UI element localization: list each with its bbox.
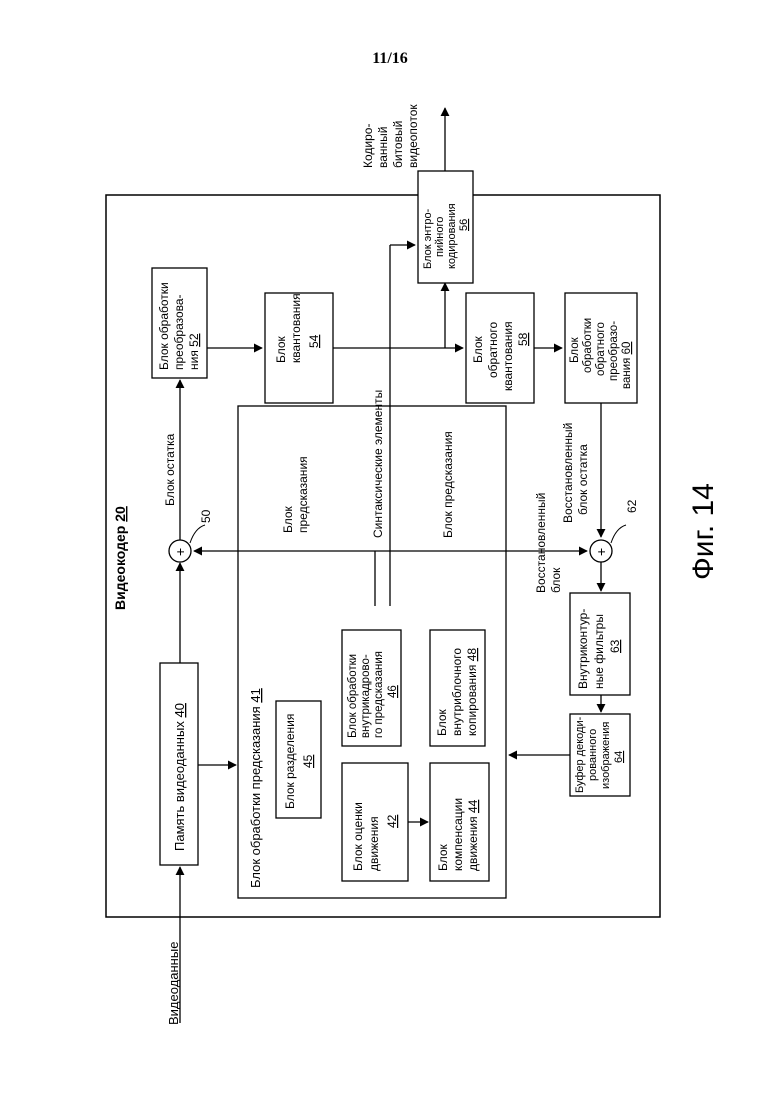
figure-caption: Фиг. 14 xyxy=(687,483,720,580)
recon-block-label: Восстановленный блок xyxy=(534,489,563,593)
summer-62-number: 62 xyxy=(625,499,639,513)
recon-residual-label: Восстановленный блок остатка xyxy=(561,419,590,523)
summer-50-leader xyxy=(190,525,205,543)
prediction-processing-label: Блок обработки предсказания 41 xyxy=(248,688,263,888)
syntax-elements-label: Синтаксические элементы xyxy=(371,390,385,538)
video-memory-label: Память видеоданных 40 xyxy=(172,703,187,851)
summer-50-number: 50 xyxy=(199,509,213,523)
summer-62-leader xyxy=(611,525,626,543)
bitstream-label: Кодиро- ванный битовый видеопоток xyxy=(361,104,420,168)
residual-block-label: Блок остатка xyxy=(163,433,177,506)
encoder-title: Видеокодер 20 xyxy=(112,506,128,610)
summer-50-symbol: + xyxy=(172,548,188,556)
prediction-block-label-a: Блок предсказания xyxy=(281,456,310,533)
summer-62-symbol: + xyxy=(593,548,609,556)
video-data-label: Видеоданные xyxy=(166,942,181,1025)
prediction-block-label-b: Блок предсказания xyxy=(441,431,455,538)
